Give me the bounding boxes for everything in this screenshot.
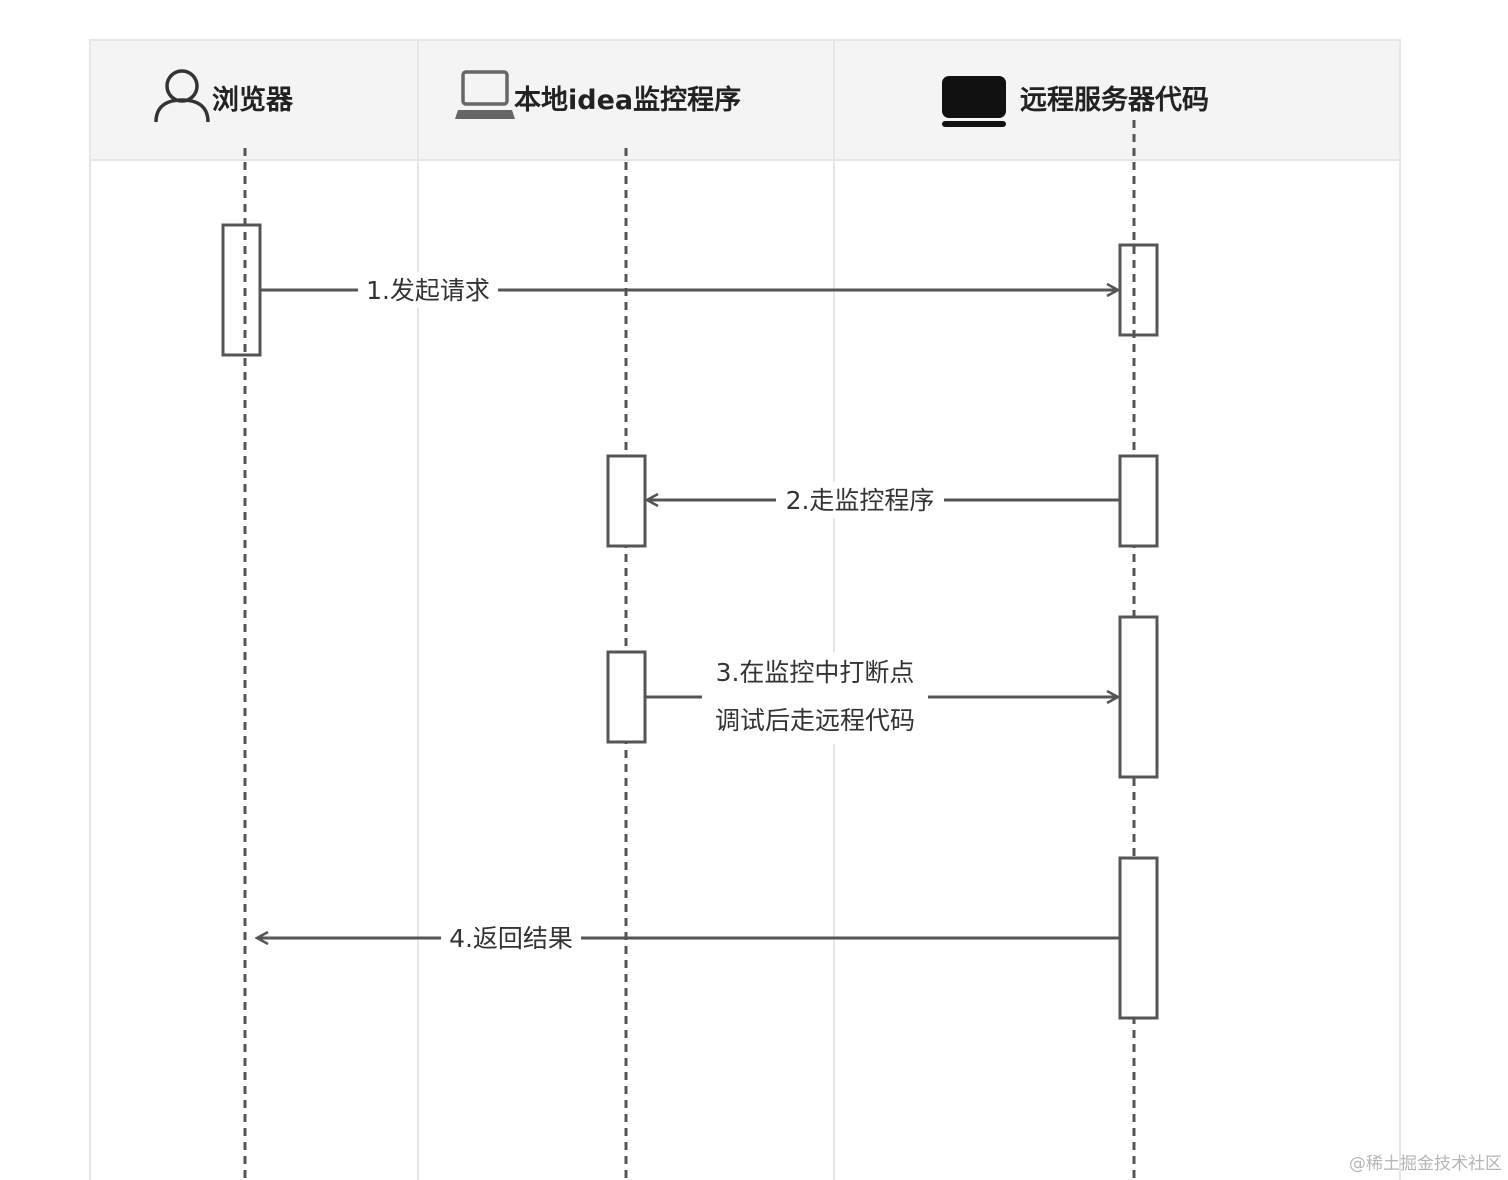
user-icon — [154, 69, 210, 123]
lane-title-remote: 远程服务器代码 — [1020, 85, 1209, 116]
activation-box — [606, 454, 647, 548]
activation-box — [221, 223, 262, 357]
message-label-3b: 调试后走远程代码 — [715, 706, 915, 735]
lane-title-browser: 浏览器 — [212, 84, 294, 116]
activation-box — [1118, 243, 1159, 337]
activation-box — [1118, 454, 1159, 548]
laptop-filled-icon — [942, 76, 1006, 127]
activation-box — [1118, 615, 1159, 779]
label-bg — [702, 652, 928, 744]
label-bg — [441, 920, 581, 956]
lane-title-idea: 本地idea监控程序 — [514, 84, 741, 116]
label-bg — [358, 272, 498, 308]
activation-box — [1118, 856, 1159, 1020]
watermark: @稀土掘金技术社区 — [1349, 1154, 1502, 1174]
laptop-icon — [455, 70, 515, 119]
header-band — [90, 40, 1400, 160]
message-label-2: 2.走监控程序 — [786, 486, 935, 515]
message-label-4: 4.返回结果 — [449, 924, 573, 953]
message-label-3a: 3.在监控中打断点 — [716, 658, 915, 687]
pool-border — [89, 39, 1401, 1180]
activation-box — [606, 650, 647, 744]
message-label-1: 1.发起请求 — [366, 276, 490, 305]
label-bg — [776, 482, 944, 518]
